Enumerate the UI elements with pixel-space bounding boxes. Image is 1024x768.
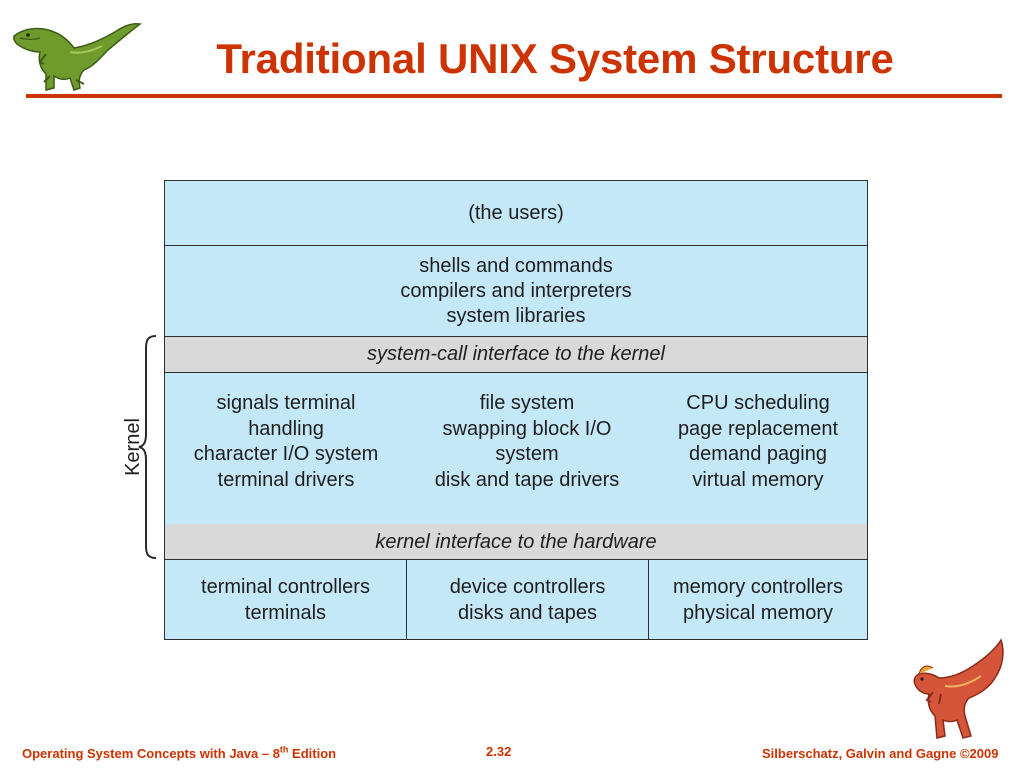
- footer-book-title: Operating System Concepts with Java – 8t…: [22, 744, 337, 761]
- users-label: (the users): [468, 201, 564, 224]
- hardware-layer: terminal controllers terminals device co…: [165, 560, 867, 639]
- libraries-line: system libraries: [446, 304, 586, 327]
- hardware-line: disks and tapes: [458, 601, 597, 624]
- hardware-line: terminals: [244, 601, 327, 624]
- kernel-brace: [138, 335, 157, 559]
- footer-authors: Silberschatz, Galvin and Gagne ©2009: [762, 746, 999, 761]
- hardware-line: memory controllers: [672, 575, 844, 598]
- unix-structure-diagram: (the users) shells and commands compiler…: [164, 180, 868, 640]
- hardware-cell-memory: memory controllers physical memory: [649, 560, 867, 639]
- green-dinosaur-icon: [13, 23, 142, 91]
- kernel-line: terminal drivers: [217, 468, 355, 491]
- kernel-line: page replacement: [677, 417, 839, 440]
- hardware-interface-label: kernel interface to the hardware: [375, 530, 657, 553]
- hardware-interface-layer: kernel interface to the hardware: [165, 524, 867, 560]
- users-layer: (the users): [165, 181, 867, 246]
- slide-title: Traditional UNIX System Structure: [216, 35, 894, 82]
- footer-book-sup: th: [279, 744, 289, 755]
- footer-book-prefix: Operating System Concepts with Java – 8: [22, 746, 280, 761]
- kernel-line: CPU scheduling: [686, 392, 830, 414]
- hardware-line: physical memory: [682, 601, 834, 624]
- kernel-line: handling: [248, 417, 324, 440]
- kernel-line: system: [495, 443, 559, 465]
- kernel-line: virtual memory: [692, 468, 824, 491]
- title-underline: [26, 94, 1002, 98]
- kernel-line: file system: [479, 392, 575, 414]
- kernel-line: demand paging: [689, 443, 827, 465]
- shells-line: shells and commands: [419, 254, 613, 277]
- hardware-cell-device: device controllers disks and tapes: [407, 560, 649, 639]
- syscall-interface-label: system-call interface to the kernel: [367, 343, 665, 365]
- hardware-line: terminal controllers: [201, 575, 370, 598]
- kernel-line: disk and tape drivers: [434, 468, 620, 491]
- kernel-column-memory: CPU scheduling page replacement demand p…: [647, 391, 869, 493]
- footer-book-suffix: Edition: [288, 746, 337, 761]
- syscall-interface-layer: system-call interface to the kernel: [165, 337, 867, 373]
- kernel-line: character I/O system: [193, 443, 379, 465]
- kernel-line: signals terminal: [216, 392, 356, 414]
- red-dinosaur-icon: [913, 638, 1004, 739]
- kernel-layer: signals terminal handling character I/O …: [165, 373, 867, 524]
- kernel-column-terminal: signals terminal handling character I/O …: [165, 391, 407, 493]
- kernel-column-filesystem: file system swapping block I/O system di…: [407, 391, 647, 493]
- footer-page-number: 2.32: [486, 744, 512, 759]
- hardware-cell-terminal: terminal controllers terminals: [165, 560, 407, 639]
- compilers-line: compilers and interpreters: [400, 279, 632, 302]
- kernel-line: swapping block I/O: [442, 417, 612, 440]
- shells-layer: shells and commands compilers and interp…: [165, 246, 867, 337]
- hardware-line: device controllers: [449, 575, 606, 598]
